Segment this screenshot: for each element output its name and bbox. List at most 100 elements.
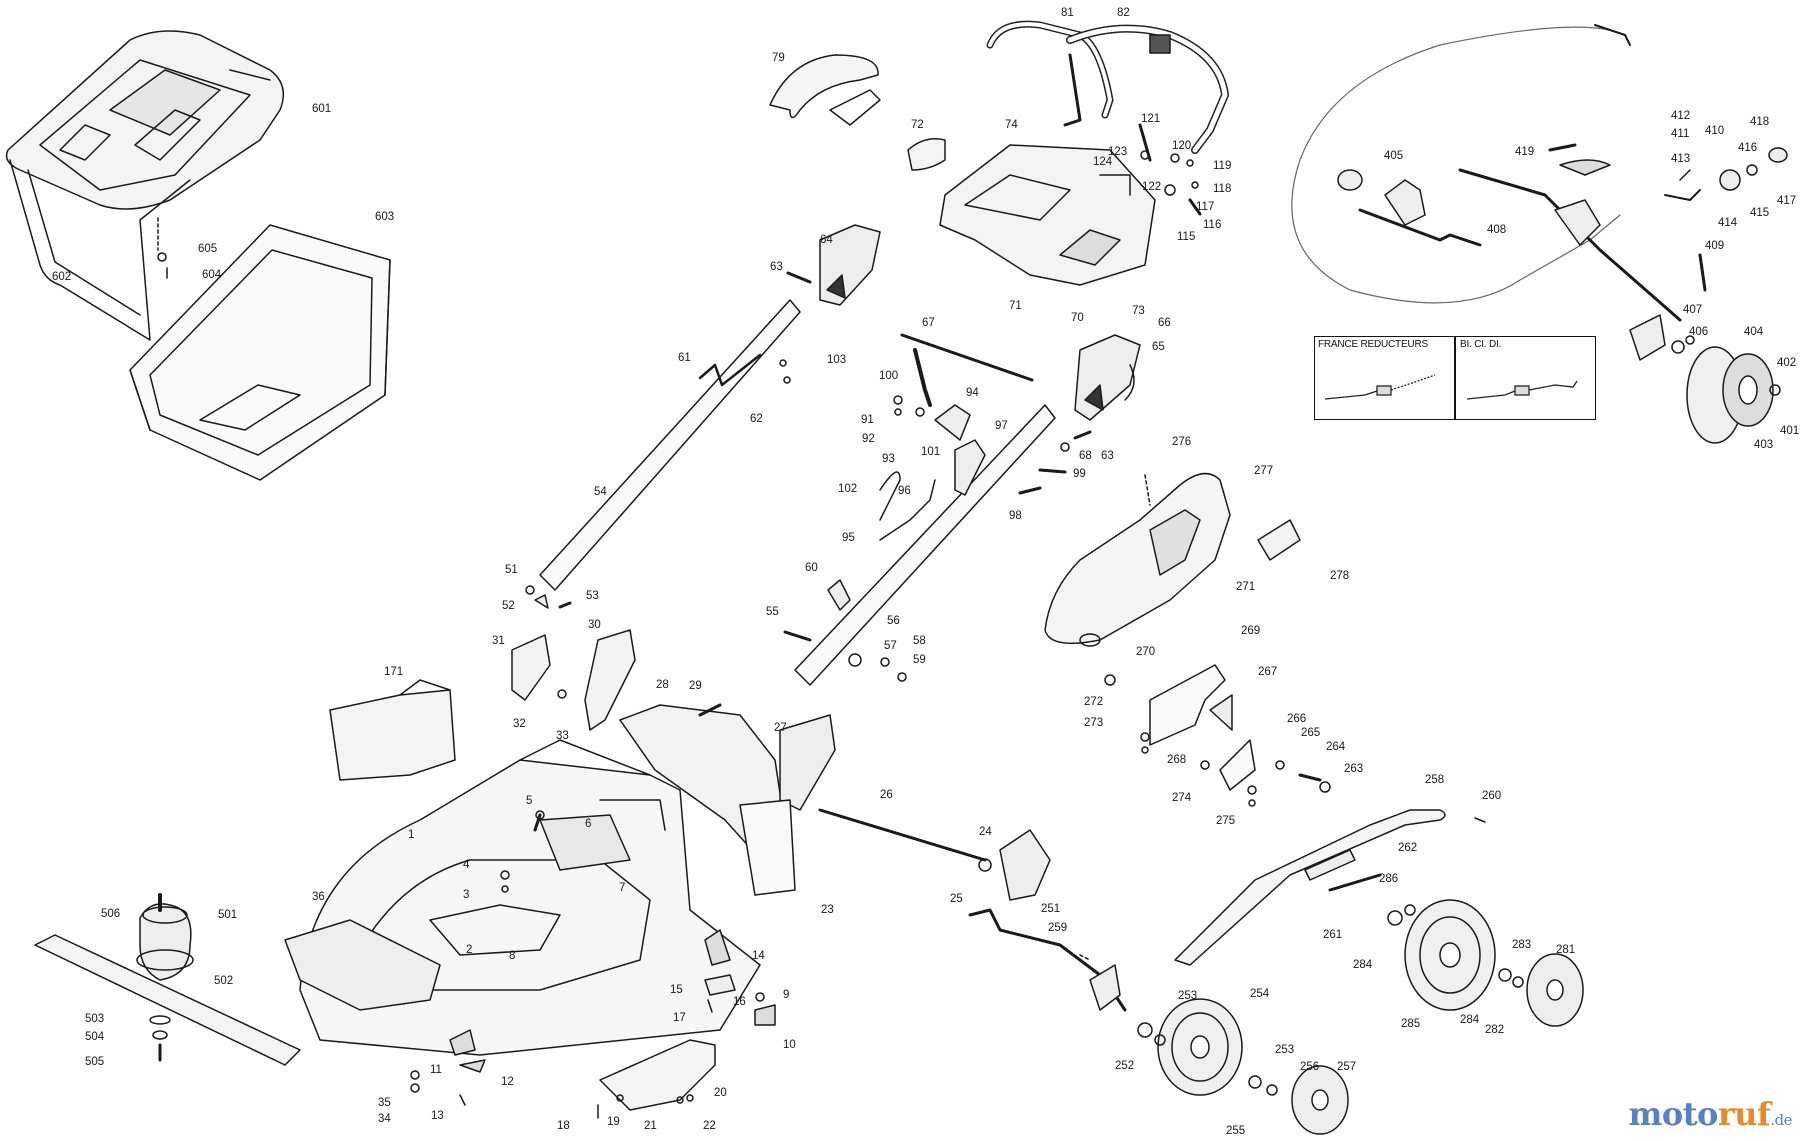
callout-503: 503 [85,1013,105,1025]
rear-wheel-285 [1404,899,1496,1011]
callout-255: 255 [1226,1125,1246,1137]
callout-283: 283 [1512,939,1532,951]
callout-98: 98 [1009,510,1022,522]
callout-504: 504 [85,1031,105,1043]
callout-259: 259 [1048,922,1068,934]
callout-124: 124 [1093,156,1113,168]
callout-274: 274 [1172,792,1192,804]
callout-262: 262 [1398,842,1418,854]
callout-94: 94 [966,387,979,399]
motoruf-logo: motoruf.de [1628,1095,1793,1133]
callout-417: 417 [1777,195,1797,207]
callout-3: 3 [463,889,470,901]
callout-91: 91 [861,414,874,426]
callout-55: 55 [766,606,779,618]
callout-7: 7 [619,882,626,894]
callout-5: 5 [526,795,533,807]
callout-284: 284 [1460,1014,1480,1026]
callout-59: 59 [913,654,926,666]
callout-269: 269 [1241,625,1261,637]
callout-12: 12 [501,1076,514,1088]
callout-24: 24 [979,826,992,838]
callout-18: 18 [557,1120,570,1132]
callout-28: 28 [656,679,669,691]
callout-99: 99 [1073,468,1086,480]
callout-51: 51 [505,564,518,576]
callout-278: 278 [1330,570,1350,582]
callout-502: 502 [214,975,234,987]
callout-71: 71 [1009,300,1022,312]
side-cover [1044,472,1231,647]
mower-deck [284,739,761,1056]
callout-254: 254 [1250,988,1270,1000]
hubcap-257 [1291,1065,1349,1135]
blade-assembly [34,903,301,1066]
callout-265: 265 [1301,727,1321,739]
callout-66: 66 [1158,317,1171,329]
callout-505: 505 [85,1056,105,1068]
callout-276: 276 [1172,436,1192,448]
callout-412: 412 [1671,110,1691,122]
reducer-label-france: FRANCE REDUCTEURS [1318,339,1428,350]
callout-23: 23 [821,904,834,916]
callout-103: 103 [827,354,847,366]
callout-17: 17 [673,1012,686,1024]
callout-266: 266 [1287,713,1307,725]
callout-264: 264 [1326,741,1346,753]
callout-4: 4 [463,859,470,871]
callout-63: 63 [1101,450,1114,462]
callout-9: 9 [783,989,790,1001]
callout-404: 404 [1744,326,1764,338]
callout-72: 72 [911,119,924,131]
callout-63: 63 [770,261,783,273]
drive-gear-404 [1686,346,1774,444]
callout-67: 67 [922,317,935,329]
callout-284: 284 [1353,959,1373,971]
callout-1: 1 [408,829,415,841]
callout-253: 253 [1178,990,1198,1002]
callout-123: 123 [1108,146,1128,158]
callout-411: 411 [1671,128,1690,140]
callout-405: 405 [1384,150,1404,162]
upper-handle-bar [986,20,1114,119]
callout-258: 258 [1425,774,1445,786]
callout-11: 11 [430,1064,442,1076]
rear-axle [1174,809,1446,966]
callout-35: 35 [378,1097,391,1109]
callout-270: 270 [1136,646,1156,658]
callout-118: 118 [1213,183,1232,195]
reducer-label-bicidi: BI. CI. DI. [1460,339,1502,350]
callout-406: 406 [1689,326,1709,338]
callout-413: 413 [1671,153,1691,165]
callout-21: 21 [644,1120,657,1132]
callout-2: 2 [466,944,473,956]
callout-57: 57 [884,640,897,652]
callout-62: 62 [750,413,763,425]
callout-117: 117 [1196,201,1215,213]
callout-100: 100 [879,370,899,382]
callout-20: 20 [714,1087,727,1099]
catcher-frame [9,159,191,341]
callout-58: 58 [913,635,926,647]
callout-251: 251 [1041,903,1061,915]
callout-82: 82 [1117,7,1130,19]
callout-93: 93 [882,453,895,465]
callout-416: 416 [1738,142,1758,154]
callout-33: 33 [556,730,569,742]
callout-410: 410 [1705,125,1725,137]
callout-22: 22 [703,1120,716,1132]
callout-414: 414 [1718,217,1738,229]
callout-32: 32 [513,718,526,730]
callout-603: 603 [375,211,395,223]
callout-25: 25 [950,893,963,905]
callout-256: 256 [1300,1061,1320,1073]
callout-419: 419 [1515,146,1535,158]
callout-115: 115 [1177,231,1196,243]
control-console [939,144,1156,286]
callout-95: 95 [842,532,855,544]
callout-409: 409 [1705,240,1725,252]
callout-16: 16 [733,996,746,1008]
callout-286: 286 [1379,873,1399,885]
callout-257: 257 [1337,1061,1357,1073]
callout-97: 97 [995,420,1008,432]
